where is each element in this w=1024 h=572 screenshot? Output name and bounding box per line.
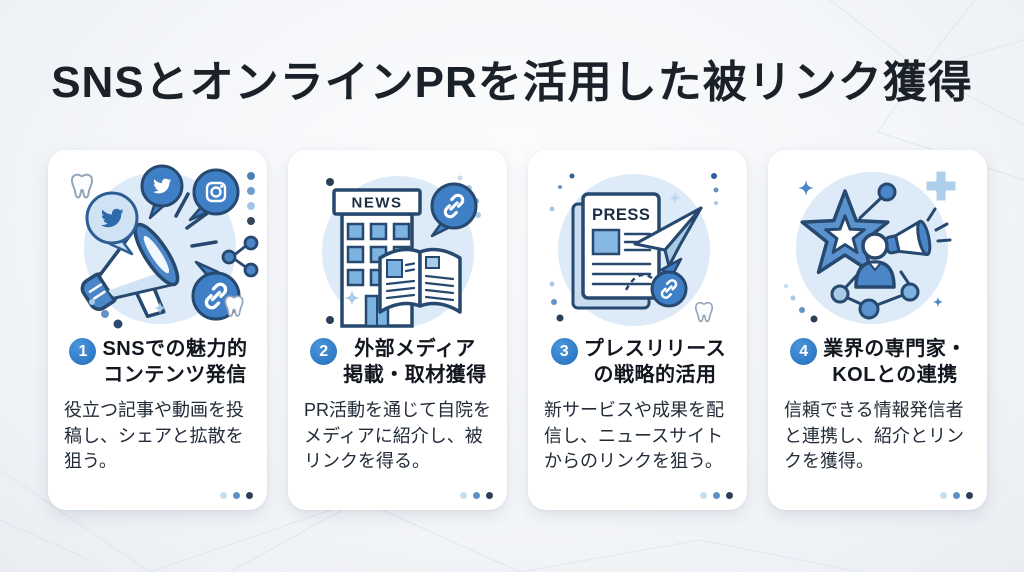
expert-kol-illustration: [768, 156, 987, 334]
share-icon: [221, 235, 259, 278]
step-number-badge: 4: [790, 338, 818, 365]
pager-dots: [940, 492, 973, 499]
card-title-line: 業界の専門家・: [823, 338, 967, 360]
megaphone-icon: [80, 222, 180, 319]
twitter-bubble-light: [85, 191, 139, 256]
dots-decoration: [549, 173, 719, 322]
dots-decoration: [89, 172, 255, 329]
step-number-badge: 1: [69, 338, 97, 365]
card-title-line: KOLとの連携: [832, 364, 958, 386]
page-title: SNSとオンラインPRを活用した被リンク獲得: [51, 58, 973, 107]
inner-star-icon: [824, 214, 866, 254]
card-heading: 4 業界の専門家・ KOLとの連携: [778, 336, 979, 388]
instagram-bubble: [188, 168, 240, 222]
step-number-badge: 3: [550, 338, 578, 365]
link-bubble: [430, 182, 478, 238]
pager-dots: [460, 492, 493, 499]
card-press-release: PRESS: [528, 150, 747, 510]
card-title-line: コンテンツ発信: [103, 364, 247, 386]
news-sign-label: NEWS: [352, 195, 403, 212]
card-heading: 1 SNSでの魅力的 コンテンツ発信: [58, 336, 259, 388]
card-title: 業界の専門家・ KOLとの連携: [823, 336, 967, 388]
tooth-icon: [70, 173, 94, 199]
pager-dots: [220, 492, 253, 499]
press-document-icon: PRESS: [571, 192, 661, 310]
press-label: PRESS: [592, 206, 650, 224]
card-description: 新サービスや成果を配信し、ニュースサイトからのリンクを狙う。: [544, 400, 724, 472]
megaphone-icon: [884, 219, 932, 257]
card-title-line: 掲載・取材獲得: [343, 364, 487, 386]
sound-lines: [926, 207, 952, 243]
instagram-icon: [205, 181, 227, 203]
card-title-line: プレスリリース: [583, 338, 727, 360]
card-title: プレスリリース の戦略的活用: [584, 336, 727, 388]
sns-megaphone-illustration: [48, 156, 267, 334]
card-description: 役立つ記事や動画を投稿し、シェアと拡散を狙う。: [64, 400, 244, 472]
card-sns-content: 1 SNSでの魅力的 コンテンツ発信 役立つ記事や動画を投稿し、シェアと拡散を狙…: [48, 150, 267, 510]
link-bubble: [650, 257, 688, 308]
card-title: SNSでの魅力的 コンテンツ発信: [102, 336, 247, 388]
card-heading: 3 プレスリリース の戦略的活用: [538, 336, 739, 388]
network-nodes: [830, 282, 920, 320]
twitter-bubble-dark: [140, 164, 184, 220]
card-description: PR活動を通じて自院をメディアに紹介し、被リンクを得る。: [304, 400, 492, 472]
tooth-icon: [224, 295, 244, 317]
paper-plane-icon: [633, 206, 703, 268]
cards-row: 1 SNSでの魅力的 コンテンツ発信 役立つ記事や動画を投稿し、シェアと拡散を狙…: [48, 150, 987, 510]
tooth-icon: [694, 301, 714, 323]
news-media-illustration: NEWS: [288, 156, 507, 334]
card-title-line: SNSでの魅力的: [102, 338, 248, 360]
card-expert-kol: 4 業界の専門家・ KOLとの連携 信頼できる情報発信者と連携し、紹介とリンクを…: [768, 150, 987, 510]
pager-dots: [700, 492, 733, 499]
card-title-line: の戦略的活用: [593, 364, 717, 386]
magazine-icon: [378, 247, 462, 314]
dots-decoration: [784, 284, 818, 323]
card-title-line: 外部メディア: [354, 338, 476, 360]
dashed-trail: [624, 273, 653, 291]
medical-plus-icon: [923, 168, 959, 204]
card-title: 外部メディア 掲載・取材獲得: [343, 336, 487, 388]
person-icon: [854, 232, 896, 289]
sparkle-icon: [932, 296, 944, 308]
card-description: 信頼できる情報発信者と連携し、紹介とリンクを獲得。: [784, 400, 964, 472]
top-network-node: [858, 182, 897, 220]
card-external-media: NEWS: [288, 150, 507, 510]
card-heading: 2 外部メディア 掲載・取材獲得: [298, 336, 499, 388]
step-number-badge: 2: [310, 338, 338, 365]
sparkle-icon: [798, 180, 814, 196]
press-release-illustration: PRESS: [528, 156, 747, 334]
